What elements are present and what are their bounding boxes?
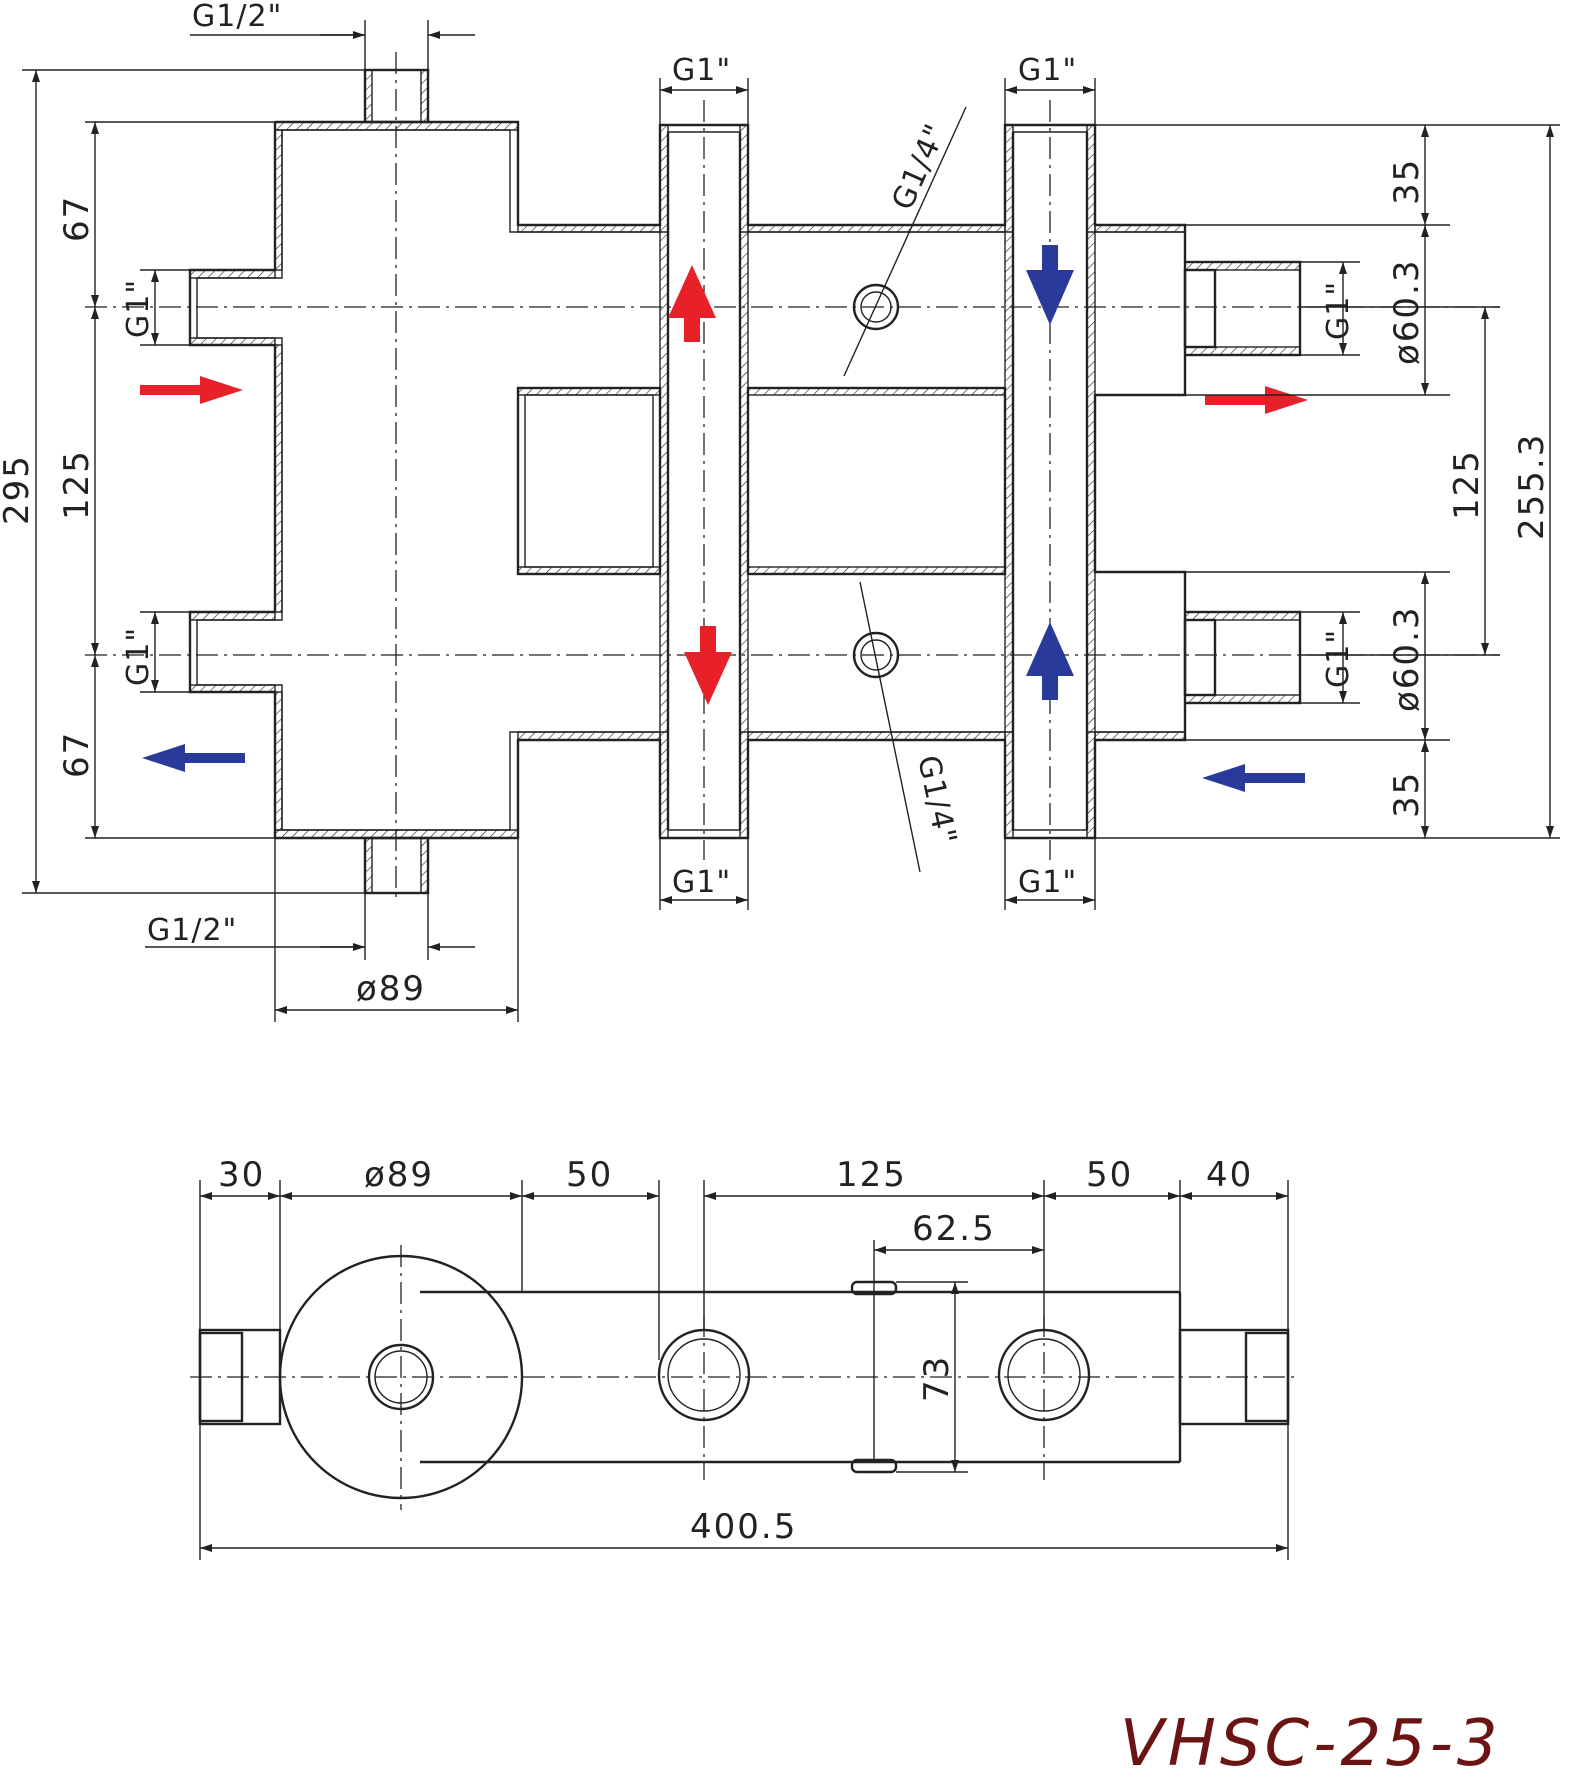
thread-air-vent: G1/2" xyxy=(192,0,282,34)
dim-right-total: 255.3 xyxy=(1512,433,1552,540)
flow-arrows xyxy=(140,245,1308,792)
cold-down-arrow-icon xyxy=(1026,245,1074,325)
front-view-labels: G1/2" G1/2" G1" G1" G1" G1" G1/4" G1/4" … xyxy=(0,0,1552,1009)
thread-left-lower: G1" xyxy=(121,627,156,686)
dim-left-top-offset: 67 xyxy=(57,195,97,242)
thread-right-upper: G1" xyxy=(1321,281,1356,340)
dim-body-diameter: ø89 xyxy=(356,969,426,1009)
cold-return-arrow-icon xyxy=(142,744,245,772)
thread-sensor-upper: G1/4" xyxy=(885,118,954,215)
dimension-lines xyxy=(32,31,1554,1014)
dim-half: 62.5 xyxy=(912,1209,996,1249)
model-number: VHSC-25-3 xyxy=(1120,1707,1502,1778)
thread-top-left-port: G1" xyxy=(672,53,731,88)
dim-d3: 50 xyxy=(566,1155,613,1195)
thread-right-lower: G1" xyxy=(1321,629,1356,688)
dim-total-height: 295 xyxy=(0,454,37,525)
dim-right-spacing: 125 xyxy=(1447,449,1487,520)
hot-up-arrow-icon xyxy=(668,265,716,342)
dim-left-bottom-offset: 67 xyxy=(57,731,97,778)
front-view: G1/2" G1/2" G1" G1" G1" G1" G1/4" G1/4" … xyxy=(0,0,1560,1022)
dim-d2: ø89 xyxy=(364,1155,434,1195)
dim-overall: 400.5 xyxy=(690,1507,797,1547)
cold-up-arrow-icon xyxy=(1026,622,1074,700)
centre-lines xyxy=(85,52,1500,900)
thread-sensor-lower: G1/4" xyxy=(910,752,963,848)
sensor-socket-upper xyxy=(843,106,967,377)
thread-drain: G1/2" xyxy=(147,913,237,948)
dim-right-top-offset: 35 xyxy=(1387,158,1427,205)
sensor-socket-lower xyxy=(852,581,921,873)
dim-d5: 50 xyxy=(1086,1155,1133,1195)
thread-bottom-left-port: G1" xyxy=(672,865,731,900)
extension-lines xyxy=(22,20,1560,1022)
dim-d4: 125 xyxy=(836,1155,907,1195)
dim-d1: 30 xyxy=(218,1155,265,1195)
dim-left-spacing: 125 xyxy=(57,449,97,520)
thread-left-upper: G1" xyxy=(121,279,156,338)
cold-inlet-arrow-icon xyxy=(1202,764,1305,792)
hot-outlet-arrow-icon xyxy=(1205,386,1308,414)
top-view-labels: 30 ø89 50 125 50 40 62.5 73 400.5 xyxy=(218,1155,1253,1547)
top-view-dimension-lines xyxy=(200,1192,1288,1552)
hot-down-arrow-icon xyxy=(684,626,732,705)
dim-d6: 40 xyxy=(1206,1155,1253,1195)
hot-inlet-arrow-icon xyxy=(140,376,243,404)
main-body xyxy=(188,120,1302,840)
dim-depth: 73 xyxy=(917,1355,957,1402)
dim-right-bottom-offset: 35 xyxy=(1387,771,1427,818)
top-view-extension-lines xyxy=(199,1180,1289,1560)
top-view: 30 ø89 50 125 50 40 62.5 73 400.5 xyxy=(190,1155,1300,1560)
top-view-body xyxy=(190,1245,1300,1510)
dim-right-lower-pipe: ø60.3 xyxy=(1387,605,1427,712)
thread-bottom-right-port: G1" xyxy=(1018,865,1077,900)
dim-right-upper-pipe: ø60.3 xyxy=(1387,258,1427,365)
thread-top-right-port: G1" xyxy=(1018,53,1077,88)
